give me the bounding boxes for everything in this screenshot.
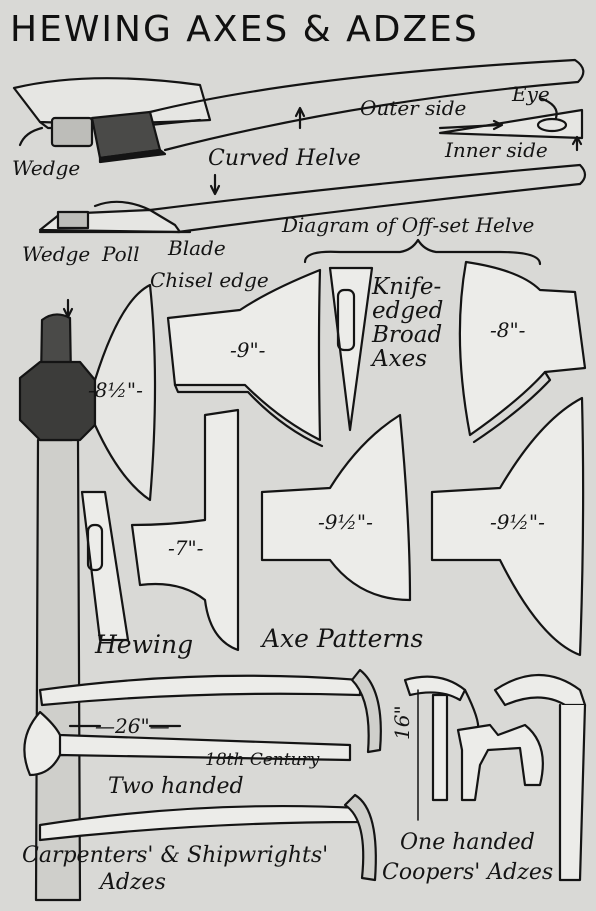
label-carpenters-shipwrights: Carpenters' & Shipwrights': [22, 843, 329, 868]
label-outer-side: Outer side: [360, 96, 467, 120]
label-one-handed: One handed: [400, 830, 535, 855]
dim-axe-8-5: -8½"-: [88, 378, 143, 402]
dim-axe-9: -9"-: [230, 338, 266, 362]
axe-7-pattern: [130, 408, 240, 652]
dim-adze-26: —26"—: [95, 714, 170, 738]
dim-axe-8: -8"-: [490, 318, 526, 342]
small-hatchet-pattern: [80, 490, 130, 642]
knife-edge-wedge: [328, 266, 374, 432]
coopers-adze-left: [403, 675, 480, 802]
label-eye: Eye: [512, 82, 550, 106]
dim-axe-9-5-b: -9½"-: [490, 510, 545, 534]
coopers-adze-right: [493, 673, 587, 882]
label-inner-side: Inner side: [445, 138, 548, 162]
dim-axe-9-5-a: -9½"-: [318, 510, 373, 534]
helve-eye-diagram: [438, 96, 584, 152]
two-handed-adze-middle: [23, 710, 352, 777]
label-axe-patterns: Axe Patterns: [262, 624, 424, 653]
label-hewing: Hewing: [95, 630, 194, 659]
label-wedge-top: Wedge: [12, 156, 81, 180]
axe-8-5-side-view: [18, 283, 157, 902]
label-coopers-adzes: Coopers' Adzes: [382, 860, 554, 885]
label-wedge-mid: Wedge: [22, 242, 91, 266]
dim-axe-7: -7"-: [168, 536, 204, 560]
label-knife-edged-line-1: Knife-: [372, 274, 442, 300]
page-title: HEWING AXES & ADZES: [10, 9, 479, 50]
label-poll: Poll: [102, 242, 140, 266]
label-knife-edged-line-4: Axes: [372, 346, 427, 373]
label-knife-edged-line-3: Broad: [372, 322, 443, 349]
dim-adze-16: 16": [390, 705, 414, 740]
offset-helve-axe: [38, 163, 587, 234]
label-chisel-edge: Chisel edge: [150, 268, 269, 292]
label-adzes: Adzes: [100, 870, 166, 895]
curved-helve-axe: [12, 58, 585, 164]
two-handed-adze-upper: [38, 668, 382, 754]
axe-9-5-pattern-b: [430, 396, 585, 657]
label-18th-century: 18th Century: [205, 750, 320, 770]
label-knife-edged-broad-axes: Knife- edged Broad Axes: [372, 275, 462, 372]
offset-diagram-brace: [303, 238, 542, 266]
two-handed-adze-lower: [38, 793, 377, 882]
axe-8-head: [458, 260, 587, 444]
label-curved-helve: Curved Helve: [208, 146, 361, 171]
coopers-adze-middle: [456, 723, 544, 802]
label-knife-edged-line-2: edged: [372, 298, 444, 325]
axe-9-5-pattern-a: [260, 413, 412, 602]
label-blade: Blade: [168, 236, 226, 260]
label-offset-diagram: Diagram of Off-set Helve: [282, 213, 535, 237]
axe-9-head: [166, 268, 324, 448]
label-two-handed: Two handed: [108, 774, 244, 799]
